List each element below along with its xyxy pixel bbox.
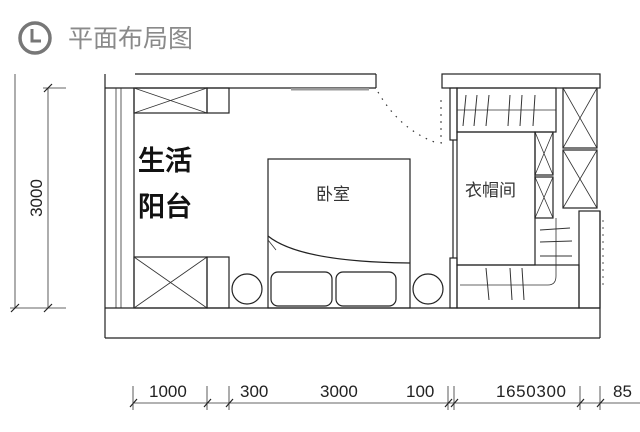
room-label-balcony-2: 阳台 [138, 191, 192, 223]
cabinet-middle-column [534, 131, 554, 219]
window-sill [291, 88, 369, 91]
dimension-label: 3000 [320, 382, 358, 401]
room-label-cloakroom: 衣帽间 [465, 181, 516, 201]
balcony-cabinet-bottom [133, 256, 230, 309]
balcony-cabinet-top [133, 87, 230, 114]
room-label-balcony-1: 生活 [138, 146, 192, 177]
dimension-label: 85 [613, 382, 632, 401]
pillow [270, 271, 333, 307]
nightstand-right [412, 273, 444, 305]
nightstand-left [231, 273, 263, 305]
wardrobe-bottom [456, 218, 580, 309]
vertical-dimension [10, 74, 66, 313]
dimension-label: 100 [406, 382, 434, 401]
room-label-bedroom: 卧室 [316, 185, 350, 205]
dimension-label: 300 [240, 382, 268, 401]
door-swing-arc [377, 91, 438, 144]
cabinet-right-column [562, 87, 598, 209]
dimension-label: 1650300 [496, 382, 566, 401]
bed [267, 158, 411, 309]
wardrobe-top [456, 87, 557, 133]
dimension-vertical-label: 3000 [27, 179, 46, 217]
page-title: 平面布局图 [68, 24, 193, 53]
door-frame [440, 100, 447, 144]
pillow [335, 271, 397, 307]
wall-bottom [105, 211, 601, 339]
dimension-label: 1000 [149, 382, 187, 401]
clock-icon [18, 21, 52, 55]
horizontal-dimension [129, 386, 640, 410]
